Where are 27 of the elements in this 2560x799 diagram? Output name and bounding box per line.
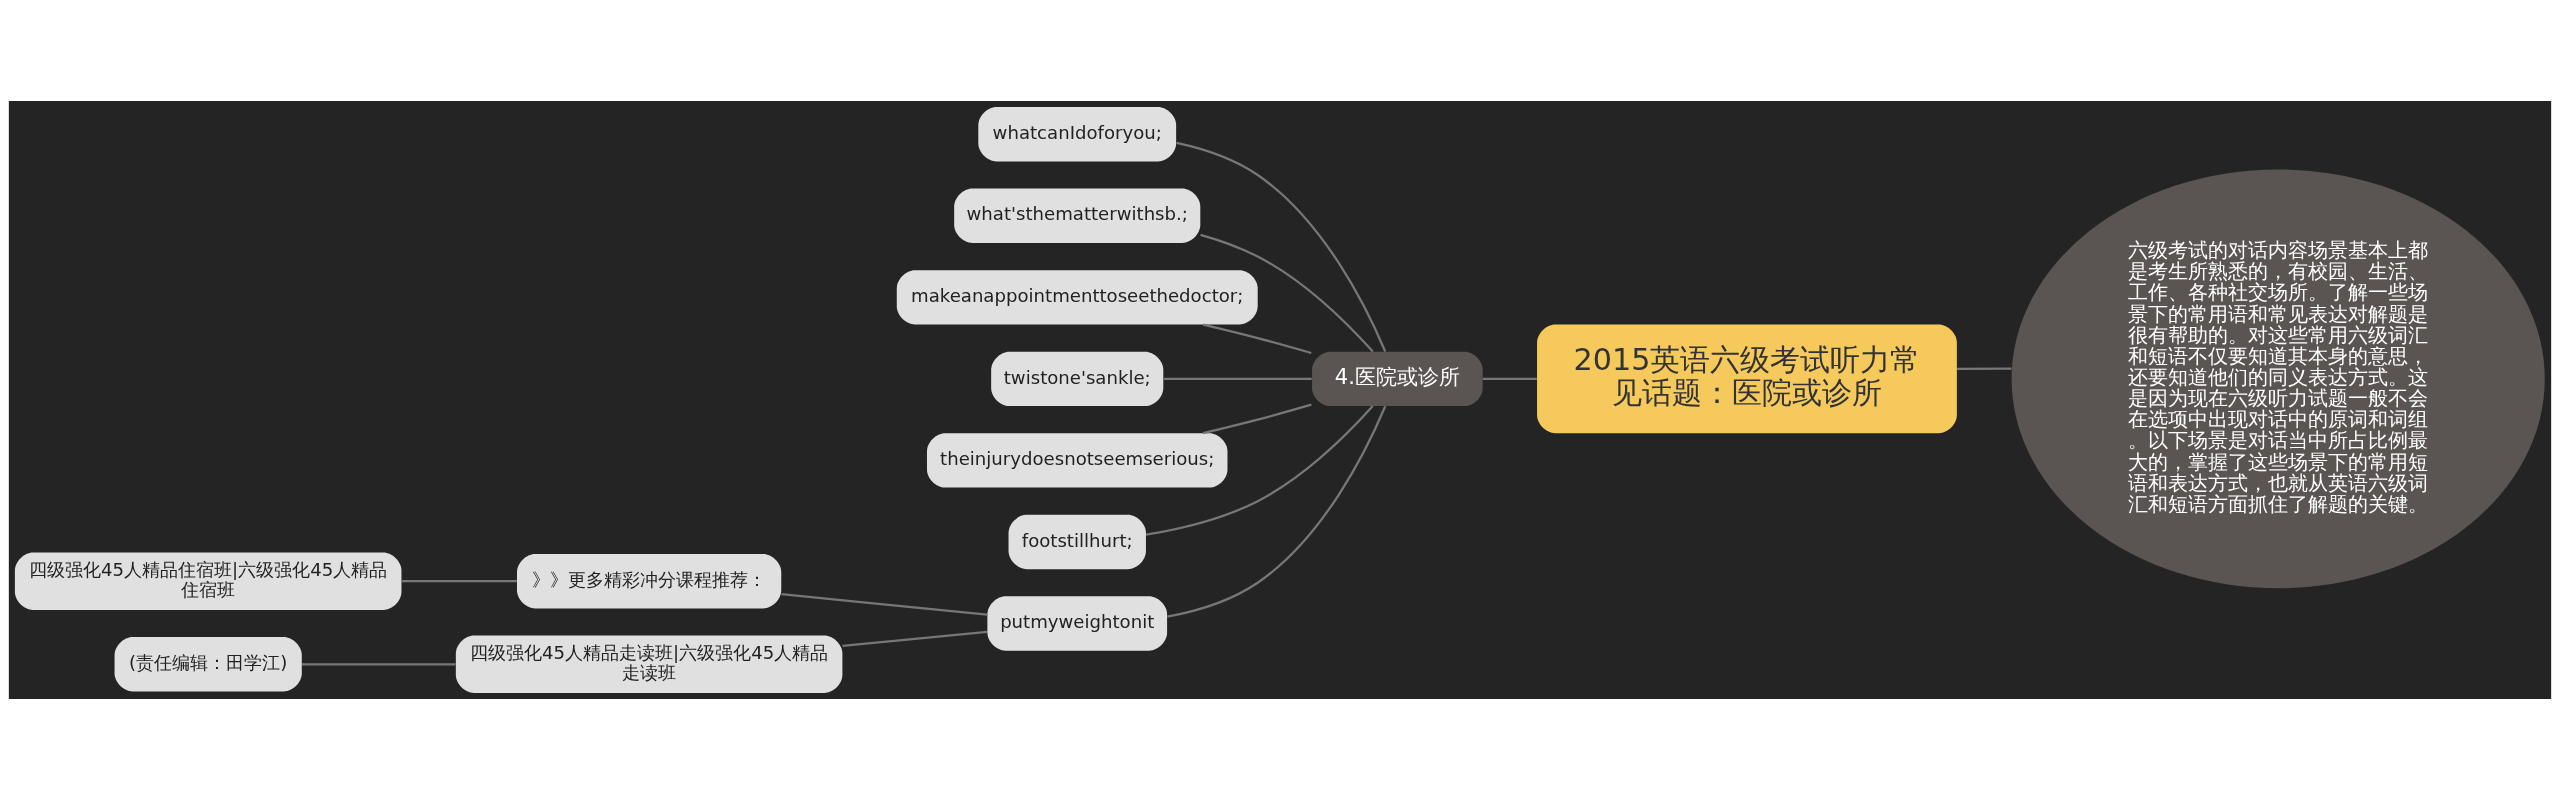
node-box: 》》更多精彩冲分课程推荐： [517, 553, 782, 608]
connector [1167, 405, 1387, 618]
node-box: 2015英语六级考试听力常见话题：医院或诊所 [1537, 324, 1957, 433]
node-box: 4.医院或诊所 [1312, 351, 1483, 406]
connector [1163, 377, 1312, 380]
connector [1145, 404, 1374, 536]
connector [1482, 377, 1537, 380]
connector [1202, 323, 1312, 354]
connector [1200, 233, 1374, 352]
node-box: (责任编辑：田学江) [114, 636, 302, 691]
connector [1957, 367, 2012, 370]
connector [401, 579, 517, 582]
node-box: makeanappointmenttoseethedoctor; [896, 269, 1258, 324]
node-box: twistone'sankle; [991, 351, 1164, 406]
connector [781, 592, 988, 616]
node-ellipse: 六级考试的对话内容场景基本上都是考生所熟悉的，有校园、生活、工作、各种社交场所。了解一些场景下的常用语和常见表达对解题是很有帮助的。对这些常用六级词汇和短语不仅要知道其本身的意思，还要知道他们的同义表达方式。这是因为现在六级听力试题一般不会在选项中出现对话中的原词和词组。以下场景是对话当中所占比例最大的，掌握了这些场景下的常用短语和表达方式，也就从英语六级词汇和短语方面抓住了解题的关键。 [2011, 168, 2545, 588]
connector [1176, 141, 1387, 352]
node-box: 四级强化45人精品住宿班|六级强化45人精品住宿班 [14, 552, 402, 610]
node-box: 四级强化45人精品走读班|六级强化45人精品走读班 [455, 635, 843, 693]
connector [302, 662, 456, 665]
node-box: whatcanIdoforyou; [978, 106, 1177, 161]
node-box: theinjurydoesnotseemserious; [927, 432, 1228, 488]
node-box: what'sthematterwithsb.; [954, 188, 1201, 243]
connector [1202, 403, 1312, 434]
node-box: footstillhurt; [1008, 514, 1146, 569]
node-box: putmyweightonit [987, 595, 1168, 651]
connector [842, 630, 988, 647]
